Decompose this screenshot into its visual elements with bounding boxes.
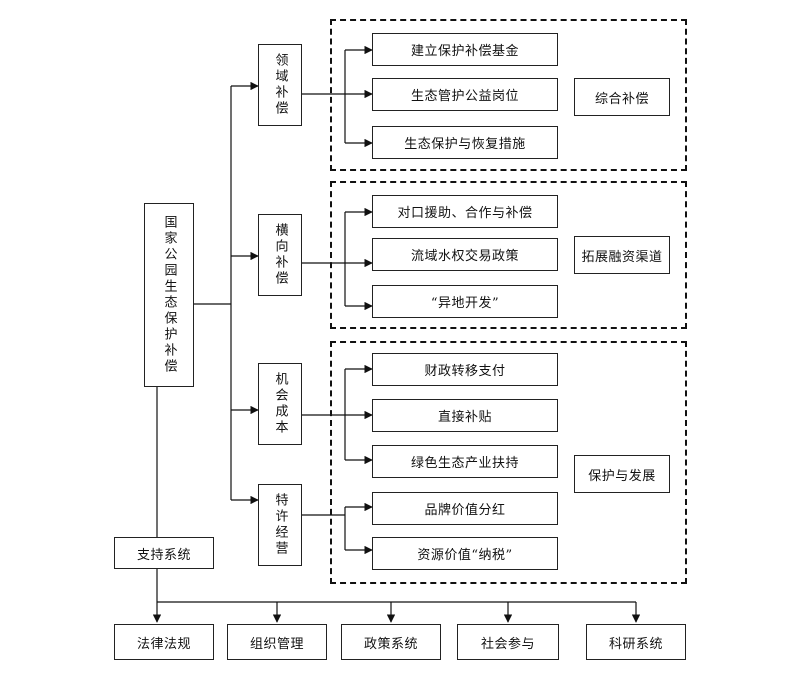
measure-node: 品牌价值分红 xyxy=(372,492,558,525)
group-label-protection-development: 保护与发展 xyxy=(574,455,670,493)
support-item-node: 法律法规 xyxy=(114,624,214,660)
category-horizontal-compensation: 横向补偿 xyxy=(258,214,302,296)
measure-node: 生态管护公益岗位 xyxy=(372,78,558,111)
support-item-node: 组织管理 xyxy=(227,624,327,660)
support-item-node: 政策系统 xyxy=(341,624,441,660)
measure-node: 资源价值“纳税” xyxy=(372,537,558,570)
measure-node: 建立保护补偿基金 xyxy=(372,33,558,66)
category-domain-compensation: 领域补偿 xyxy=(258,44,302,126)
support-item-node: 科研系统 xyxy=(586,624,686,660)
category-opportunity-cost: 机会成本 xyxy=(258,363,302,445)
measure-node: 直接补贴 xyxy=(372,399,558,432)
measure-node: 流域水权交易政策 xyxy=(372,238,558,271)
support-system-node: 支持系统 xyxy=(114,537,214,569)
measure-node: 财政转移支付 xyxy=(372,353,558,386)
group-frame-protection-development xyxy=(330,341,687,584)
category-franchise: 特许经营 xyxy=(258,484,302,566)
root-node: 国家公园生态保护补偿 xyxy=(144,203,194,387)
group-frame-comprehensive xyxy=(330,19,687,171)
group-frame-financing xyxy=(330,181,687,329)
measure-node: 对口援助、合作与补偿 xyxy=(372,195,558,228)
group-label-comprehensive: 综合补偿 xyxy=(574,78,670,116)
support-item-node: 社会参与 xyxy=(457,624,559,660)
measure-node: 生态保护与恢复措施 xyxy=(372,126,558,159)
measure-node: 绿色生态产业扶持 xyxy=(372,445,558,478)
measure-node: “异地开发” xyxy=(372,285,558,318)
group-label-financing: 拓展融资渠道 xyxy=(574,236,670,274)
